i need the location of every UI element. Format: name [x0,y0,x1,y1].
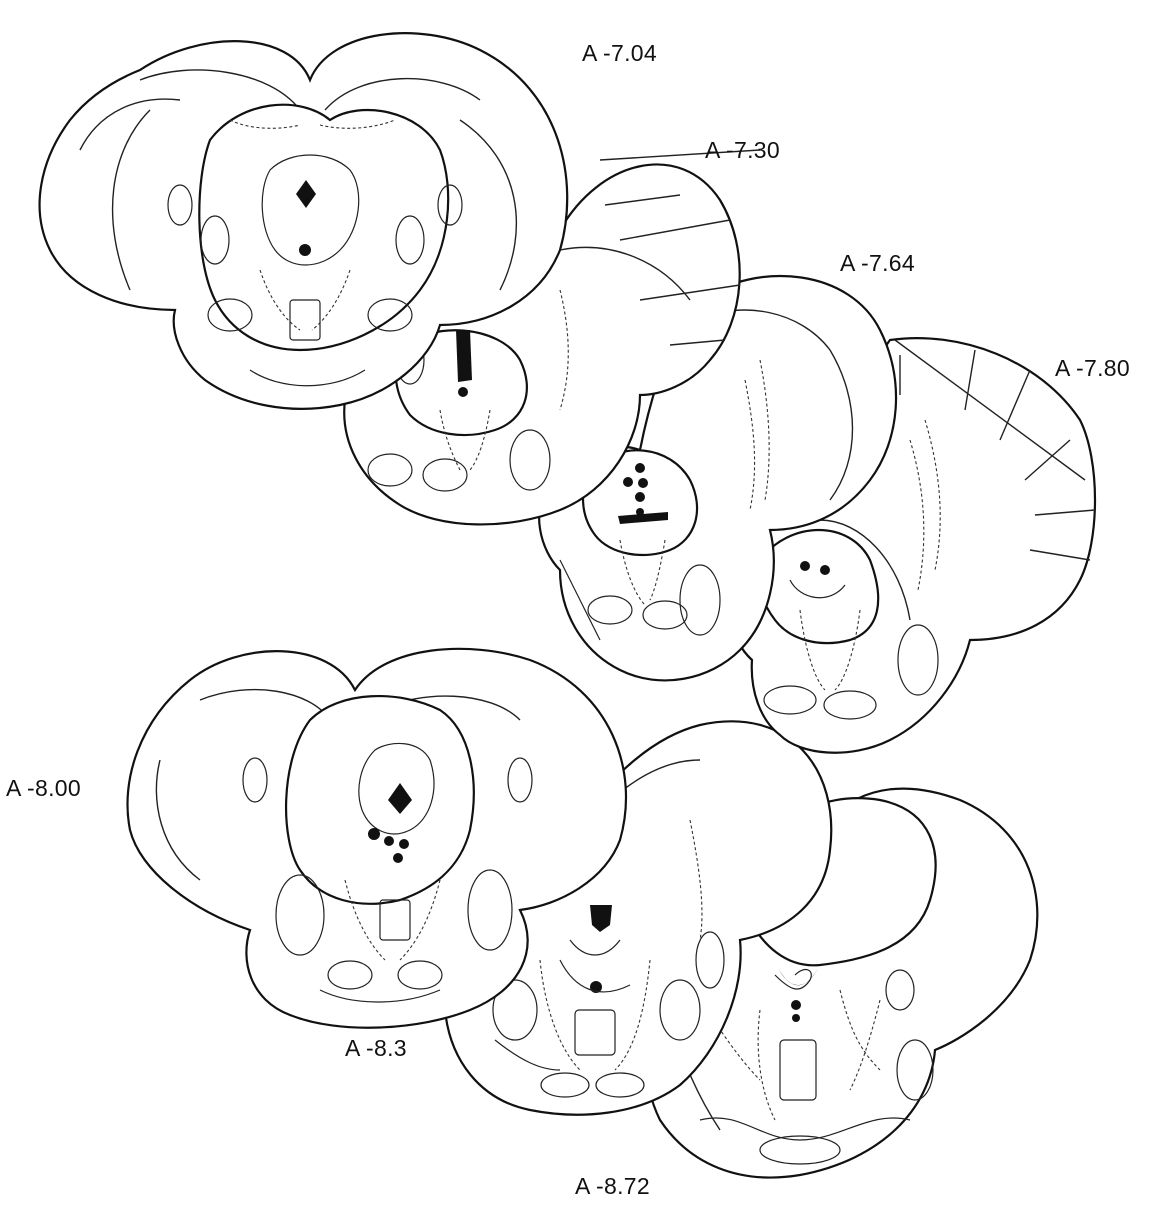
section-a-7-04 [38,32,569,410]
section-label-a-7-30: A -7.30 [705,137,780,163]
section-a-8-00 [126,647,628,1029]
section-a-7-30 [308,149,761,526]
section-label-a-8-3: A -8.3 [345,1035,407,1061]
section-label-a-8-00: A -8.00 [6,775,81,801]
section-label-a-7-64: A -7.64 [840,250,915,276]
section-a-7-80 [728,337,1097,754]
section-label-a-7-80: A -7.80 [1055,355,1130,381]
section-label-a-7-04: A -7.04 [582,40,657,66]
section-label-a-8-72: A -8.72 [575,1173,650,1199]
